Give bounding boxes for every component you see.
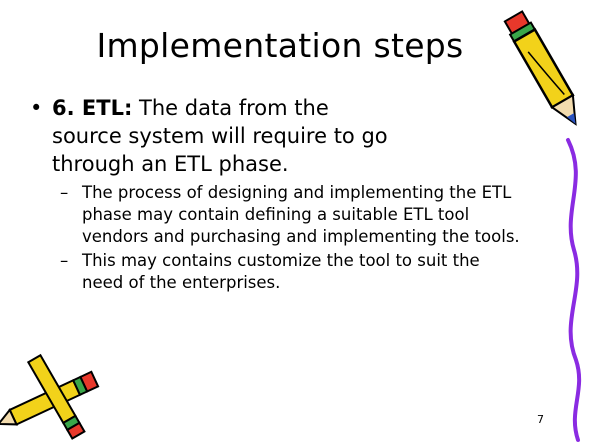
bullet-marker: • (30, 96, 43, 120)
sub-bullet-list: – The process of designing and implement… (60, 182, 550, 294)
bullet-lead: 6. ETL: (52, 96, 133, 120)
crossed-pencils-icon (0, 353, 100, 440)
sub-bullet-marker: – (60, 251, 69, 270)
sub-bullet-marker: – (60, 183, 69, 202)
slide-content: • 6. ETL: The data from the source syste… (30, 94, 550, 296)
page-number: 7 (537, 413, 544, 426)
main-bullet: • 6. ETL: The data from the source syste… (30, 94, 392, 178)
bullet-text: The data from the source system will req… (52, 96, 388, 176)
slide-title: Implementation steps (96, 26, 464, 65)
sub-bullet-text: The process of designing and implementin… (82, 183, 520, 246)
sub-bullet: – This may contains customize the tool t… (60, 250, 522, 294)
pencil-icon (503, 10, 577, 126)
sub-bullet-text: This may contains customize the tool to … (82, 251, 480, 292)
sub-bullet: – The process of designing and implement… (60, 182, 522, 248)
purple-squiggle (566, 138, 582, 442)
